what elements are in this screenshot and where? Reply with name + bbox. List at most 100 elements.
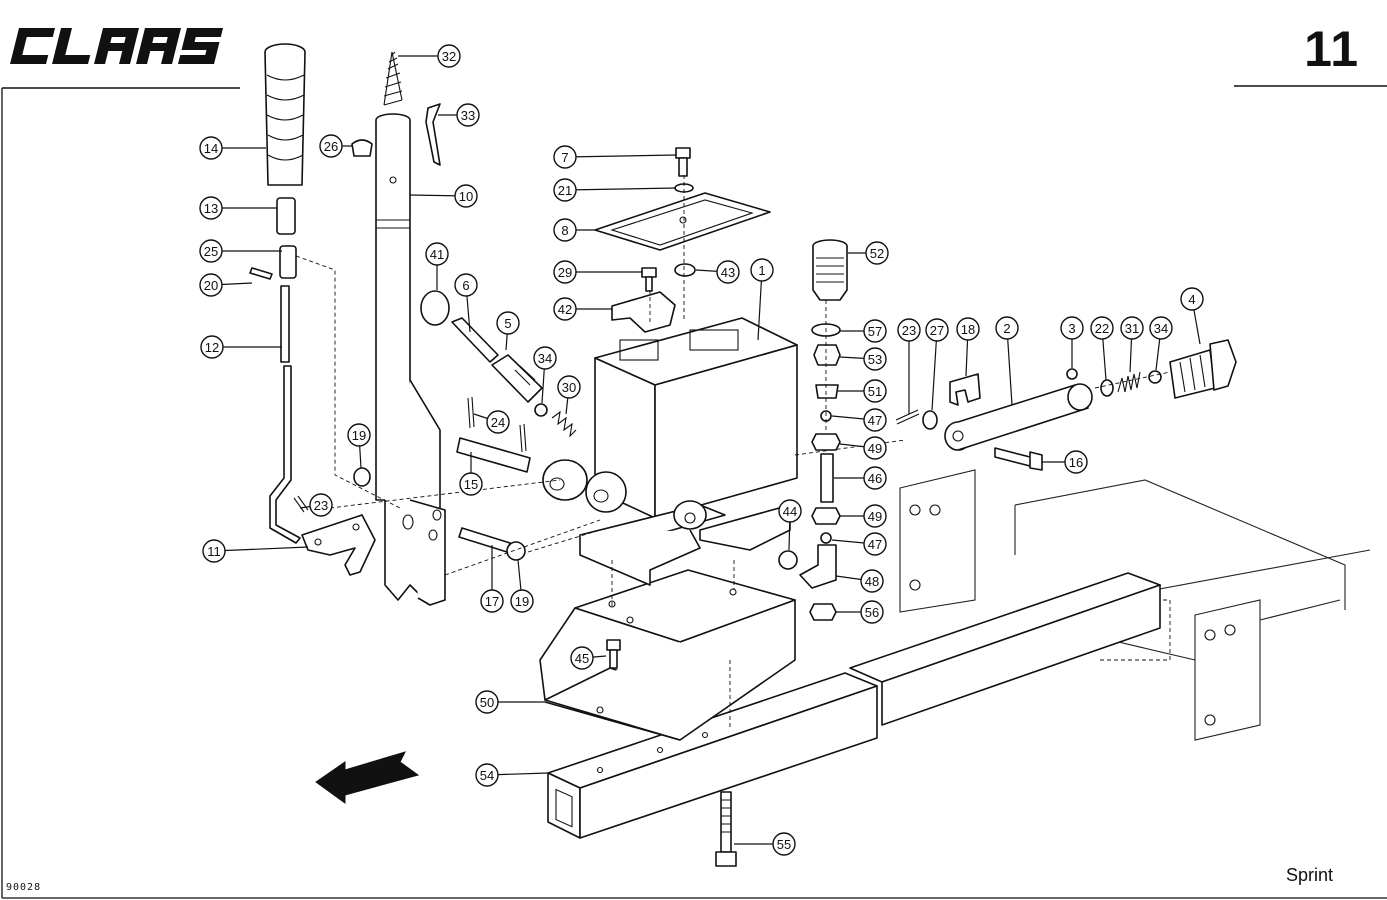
callout-45: 45 xyxy=(570,646,607,670)
callout-54: 54 xyxy=(475,763,549,787)
callout-51: 51 xyxy=(838,379,887,403)
shaft-2 xyxy=(944,383,1093,451)
callout-number: 31 xyxy=(1125,321,1139,336)
callout-bubble xyxy=(510,589,534,613)
callout-49: 49 xyxy=(839,436,887,460)
callout-17: 17 xyxy=(480,545,504,613)
callout-50: 50 xyxy=(475,690,546,714)
bracket-42 xyxy=(611,291,676,333)
callout-31: 31 xyxy=(1120,316,1144,373)
callout-number: 46 xyxy=(868,471,882,486)
callout-6: 6 xyxy=(454,273,478,333)
cover-plate-8 xyxy=(594,192,771,251)
nut-56 xyxy=(809,603,837,621)
callout-number: 8 xyxy=(561,223,568,238)
callout-number: 16 xyxy=(1069,455,1083,470)
callout-48: 48 xyxy=(835,569,884,593)
bush-44 xyxy=(778,550,798,570)
callout-number: 53 xyxy=(868,352,882,367)
callout-number: 52 xyxy=(870,246,884,261)
square-tube-54 xyxy=(547,672,878,839)
callout-bubble xyxy=(570,646,594,670)
callout-bubble xyxy=(772,832,796,856)
callout-25: 25 xyxy=(199,239,282,263)
callout-number: 19 xyxy=(515,594,529,609)
callout-number: 3 xyxy=(1068,321,1075,336)
callout-number: 4 xyxy=(1188,292,1195,307)
assembly-lines xyxy=(295,175,1171,728)
callout-34: 34 xyxy=(533,346,557,404)
callout-leader-line xyxy=(1006,327,1013,406)
callout-bubble xyxy=(202,539,226,563)
callout-number: 45 xyxy=(575,651,589,666)
callout-47: 47 xyxy=(831,532,887,556)
callout-10: 10 xyxy=(409,184,478,208)
callout-bubble xyxy=(860,600,884,624)
callout-18: 18 xyxy=(956,317,980,377)
callout-43: 43 xyxy=(695,260,740,284)
callout-number: 13 xyxy=(204,201,218,216)
callout-14: 14 xyxy=(199,136,266,160)
callout-4: 4 xyxy=(1180,287,1204,345)
callout-bubble xyxy=(1120,316,1144,340)
sleeve-13 xyxy=(276,197,296,235)
callout-bubble xyxy=(486,410,510,434)
spring-31 xyxy=(1117,371,1141,393)
callout-bubble xyxy=(454,273,478,297)
callout-22: 22 xyxy=(1090,316,1114,381)
callout-number: 47 xyxy=(868,537,882,552)
fitting-51 xyxy=(815,384,839,399)
bush-19-left xyxy=(353,467,371,487)
callout-number: 33 xyxy=(461,108,475,123)
callout-bubble xyxy=(496,311,520,335)
split-pin-23-right xyxy=(895,409,920,425)
tube-46 xyxy=(820,453,834,503)
callout-5: 5 xyxy=(496,311,520,351)
callout-number: 1 xyxy=(758,263,765,278)
callout-leader-line xyxy=(564,154,677,158)
callout-42: 42 xyxy=(553,297,612,321)
callout-7: 7 xyxy=(553,145,677,169)
brand-logo xyxy=(10,28,224,64)
handle-grip-14 xyxy=(264,43,306,186)
callout-bubble xyxy=(347,423,371,447)
callout-19: 19 xyxy=(510,559,534,613)
spring-30 xyxy=(551,410,577,438)
callout-56: 56 xyxy=(836,600,884,624)
callout-12: 12 xyxy=(200,335,282,359)
callout-bubble xyxy=(716,260,740,284)
callout-number: 17 xyxy=(485,594,499,609)
callout-bubble xyxy=(897,318,921,342)
valve-spool-5 xyxy=(491,354,543,403)
callout-number: 5 xyxy=(504,316,511,331)
callout-bubble xyxy=(533,346,557,370)
callout-leader-line xyxy=(213,546,309,552)
callout-number: 49 xyxy=(868,441,882,456)
callout-number: 50 xyxy=(480,695,494,710)
washer-27 xyxy=(922,410,938,430)
callout-34: 34 xyxy=(1149,316,1173,371)
callout-15: 15 xyxy=(459,452,483,496)
callout-1: 1 xyxy=(750,258,774,341)
clip-33 xyxy=(425,103,441,166)
callout-bubble xyxy=(553,297,577,321)
callout-bubble xyxy=(557,375,581,399)
callout-number: 10 xyxy=(459,189,473,204)
callout-number: 12 xyxy=(205,340,219,355)
callout-bubble xyxy=(199,136,223,160)
callout-2: 2 xyxy=(995,316,1019,406)
plug-4 xyxy=(1169,339,1237,399)
callout-number: 21 xyxy=(558,183,572,198)
callout-number: 20 xyxy=(204,278,218,293)
callout-21: 21 xyxy=(553,178,677,202)
callout-number: 57 xyxy=(868,324,882,339)
pin-24-b xyxy=(519,423,527,453)
callout-bubble xyxy=(454,184,478,208)
callout-bubble xyxy=(863,408,887,432)
callout-16: 16 xyxy=(1042,450,1088,474)
callout-number: 48 xyxy=(865,574,879,589)
bolt-16 xyxy=(994,447,1043,471)
callout-number: 32 xyxy=(442,49,456,64)
callout-number: 15 xyxy=(464,477,478,492)
rod-12 xyxy=(269,285,301,544)
